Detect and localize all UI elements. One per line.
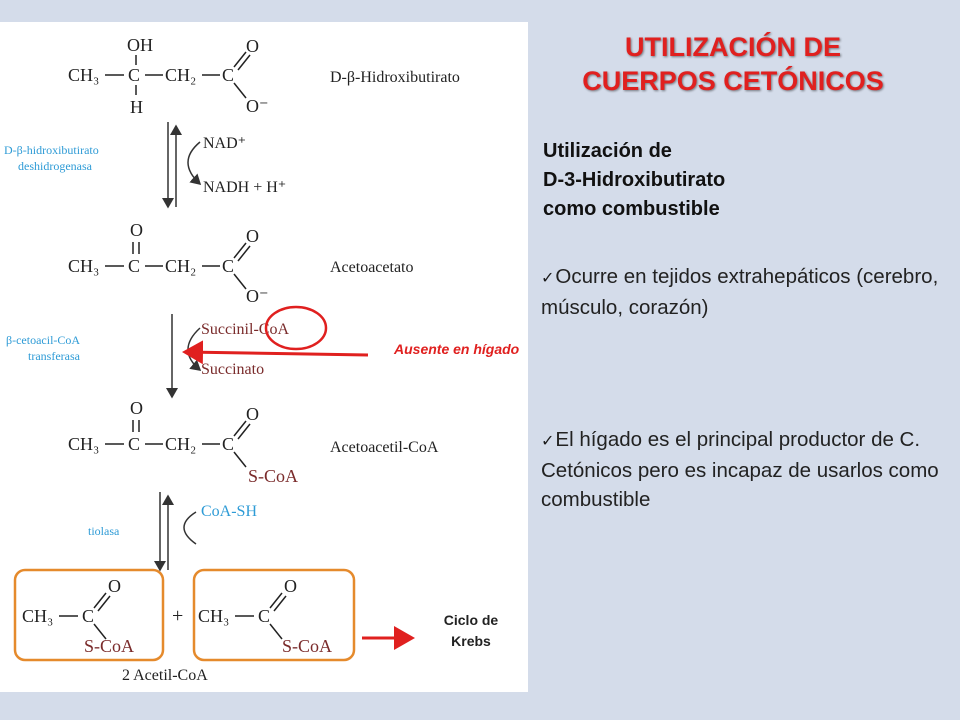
heading-line: Utilización de (543, 140, 672, 162)
o-atom: O (246, 226, 259, 246)
reaction-step-1: D-β-hidroxibutirato deshidrogenasa NAD⁺ … (4, 122, 286, 209)
label-acetoacetyl-coa: Acetoacetil-CoA (330, 439, 439, 456)
title-line: CUERPOS CETÓNICOS (582, 66, 884, 96)
cofactor-nad: NAD⁺ (203, 135, 246, 152)
bullet-text: Ocurre en tejidos extrahepáticos (cerebr… (541, 265, 939, 319)
highlight-box (13, 568, 165, 662)
label-hydroxybutyrate: D-β-Hidroxibutirato (330, 69, 460, 86)
h-atom: H (130, 97, 143, 117)
heading-line: como combustible (543, 198, 720, 220)
molecule-hydroxybutyrate: OH CH₃ C CH₂ C H O O⁻ D-β-Hidroxibutirat… (68, 35, 460, 117)
o-atom: O (108, 576, 121, 596)
ch2-group: CH₂ (165, 434, 196, 454)
absent-liver-label: Ausente en hígado (394, 341, 520, 357)
checkmark-icon: ✓ (541, 433, 555, 450)
s-coa-group: S-CoA (248, 466, 298, 486)
ch2-group: CH₂ (165, 65, 196, 85)
cofactor-succinate: Succinato (201, 361, 264, 378)
o-atom: O (246, 36, 259, 56)
o-atom: O (130, 398, 143, 418)
molecule-acetyl-coa: CH₃ C O S-CoA + CH₃ C O S-CoA 2 Acetil-C… (13, 568, 415, 684)
enzyme-dehydrogenase: deshidrogenasa (18, 159, 93, 173)
enzyme-thiolase: tiolasa (88, 524, 120, 538)
ch3-group: CH₃ (68, 434, 99, 454)
bullet-item: ✓Ocurre en tejidos extrahepáticos (cereb… (541, 262, 951, 322)
pathway-panel: OH CH₃ C CH₂ C H O O⁻ D-β-Hidroxibutirat… (0, 22, 528, 692)
oh-group: OH (127, 35, 153, 55)
c-atom: C (82, 606, 94, 626)
c-atom: C (258, 606, 270, 626)
o-minus: O⁻ (246, 286, 269, 306)
cofactor-coa-sh: CoA-SH (201, 503, 257, 520)
ch3-group: CH₃ (22, 606, 53, 626)
molecule-acetoacetate: O CH₃ C CH₂ C O O⁻ Acetoacetato (68, 220, 414, 306)
absent-arrow (182, 340, 369, 365)
c-atom: C (222, 256, 234, 276)
plus-sign: + (172, 605, 183, 627)
checkmark-icon: ✓ (541, 270, 555, 287)
reaction-step-2: β-cetoacil-CoA transferasa Succinil-CoA … (6, 305, 369, 399)
o-atom: O (246, 404, 259, 424)
title-line: UTILIZACIÓN DE (625, 32, 841, 62)
c-atom: C (222, 434, 234, 454)
bullet-item: ✓El hígado es el principal productor de … (541, 425, 951, 514)
krebs-line: Krebs (451, 633, 491, 649)
cofactor-nadh: NADH + H⁺ (203, 179, 286, 196)
pathway-diagram: OH CH₃ C CH₂ C H O O⁻ D-β-Hidroxibutirat… (4, 35, 460, 684)
c-atom: C (222, 65, 234, 85)
cofactor-succinyl-coa: Succinil-CoA (201, 321, 289, 338)
c-atom: C (128, 256, 140, 276)
label-acetyl-coa: 2 Acetil-CoA (122, 667, 208, 684)
s-coa-group: S-CoA (282, 636, 332, 656)
slide-title: UTILIZACIÓN DE CUERPOS CETÓNICOS (533, 30, 933, 98)
heading-line: D-3-Hidroxibutirato (543, 169, 726, 191)
bullet-text: El hígado es el principal productor de C… (541, 428, 939, 511)
reaction-step-3: tiolasa CoA-SH (88, 492, 257, 572)
ch3-group: CH₃ (68, 65, 99, 85)
s-coa-group: S-CoA (84, 636, 134, 656)
enzyme-dehydrogenase: D-β-hidroxibutirato (4, 143, 99, 157)
krebs-line: Ciclo de (443, 612, 499, 628)
ch2-group: CH₂ (165, 256, 196, 276)
section-heading: Utilización de D-3-Hidroxibutirato como … (543, 137, 725, 224)
ch3-group: CH₃ (198, 606, 229, 626)
ch3-group: CH₃ (68, 256, 99, 276)
o-atom: O (284, 576, 297, 596)
molecule-acetoacetyl-coa: O CH₃ C CH₂ C O S-CoA Acetoacetil-CoA (68, 398, 439, 486)
c-atom: C (128, 434, 140, 454)
label-acetoacetate: Acetoacetato (330, 259, 414, 276)
c-atom: C (128, 65, 140, 85)
krebs-label: Ciclo de Krebs (428, 610, 514, 652)
enzyme-transferase: transferasa (28, 349, 81, 363)
highlight-box (192, 568, 356, 662)
enzyme-transferase: β-cetoacil-CoA (6, 333, 80, 347)
o-minus: O⁻ (246, 96, 269, 116)
highlight-circle (264, 305, 328, 351)
o-atom: O (130, 220, 143, 240)
